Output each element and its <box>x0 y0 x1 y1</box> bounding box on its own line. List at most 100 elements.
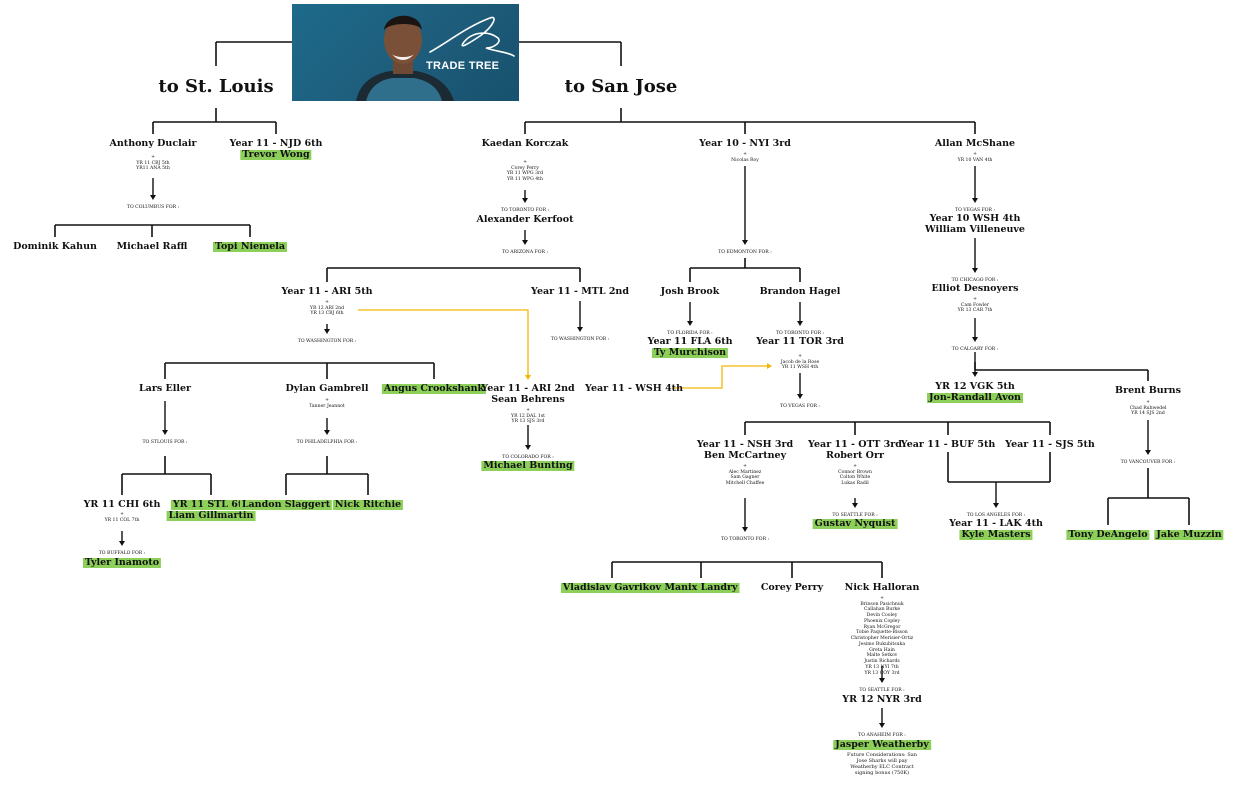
arrow-head <box>119 541 125 546</box>
trade-destination-philadelphia: TO PHILADELPHIA FOR : <box>296 440 358 445</box>
trade-detail-burns: + Chad Ruhwedel YR 14 SJS 2nd <box>1129 400 1167 417</box>
trade-detail-mcshane: + YR 10 VAN 4th <box>957 152 993 163</box>
trade-destination-vegas2: TO VEGAS FOR : <box>780 404 820 409</box>
trade-destination-washington2: TO WASHINGTON FOR : <box>550 337 610 342</box>
node-kerfoot: Alexander Kerfoot <box>476 214 574 225</box>
node-vgk5: YR 12 VGK 5th <box>935 381 1015 392</box>
node-orr: Robert Orr <box>826 450 884 461</box>
arrow-head <box>879 678 885 683</box>
trade-detail-ari2: + YR 12 DAL 1st YR 13 SJS 3rd <box>511 408 545 425</box>
trade-detail-desnoyers: + Cam Fowler YR 13 CAR 7th <box>957 297 993 314</box>
arrow-head <box>879 723 885 728</box>
arrow-head <box>742 240 748 245</box>
cross-connector <box>358 309 529 375</box>
arrow-head <box>522 240 528 245</box>
arrow-head <box>993 503 999 508</box>
arrow-head <box>577 327 583 332</box>
node-weatherby: Jasper Weatherby <box>833 739 931 750</box>
trade-destination-arizona: TO ARIZONA FOR : <box>501 250 549 255</box>
node-gambrell: Dylan Gambrell <box>285 383 369 394</box>
arrow-head <box>522 198 528 203</box>
node-sjs5: Year 11 - SJS 5th <box>1005 439 1095 450</box>
trade-destination-anaheim: TO ANAHEIM FOR : <box>858 733 906 738</box>
trade-destination-vancouver: TO VANCOUVER FOR : <box>1120 460 1176 465</box>
node-duclair: Anthony Duclair <box>109 138 197 149</box>
node-wong: Trevor Wong <box>240 149 312 160</box>
node-nyquist: Gustav Nyquist <box>812 518 898 529</box>
node-nsh3: Year 11 - NSH 3rd <box>696 439 794 450</box>
trade-destination-seattle2: TO SEATTLE FOR : <box>859 688 905 693</box>
trade-destination-colorado: TO COLORADO FOR : <box>502 455 554 460</box>
arrow-head <box>852 503 858 508</box>
arrow-head <box>162 430 168 435</box>
arrow-head <box>525 445 531 450</box>
trade-detail-ott3: + Connor Brown Colton White Lukas Radil <box>838 464 872 487</box>
node-ari2: Year 11 - ARI 2nd <box>481 383 575 394</box>
future-considerations-note: Future Considerations: San Jose Sharks w… <box>847 752 917 776</box>
trade-detail-korczak: + Corey Perry YR 11 WPG 3rd YR 11 WPG 4t… <box>506 160 544 183</box>
arrow-head <box>150 195 156 200</box>
node-ritchie: Nick Ritchie <box>332 499 404 510</box>
trade-destination-washington1: TO WASHINGTON FOR : <box>297 339 357 344</box>
node-burns: Brent Burns <box>1115 385 1181 396</box>
trade-destination-vegas1: TO VEGAS FOR : <box>955 208 995 213</box>
node-tor3: Year 11 TOR 3rd <box>756 336 844 347</box>
banner-title: TRADE TREE <box>426 60 500 72</box>
node-inamoto: Tyler Inamoto <box>82 557 162 568</box>
node-lak4: Year 11 - LAK 4th <box>949 518 1043 529</box>
trade-detail-nsh3: + Alec Martinez Sam Gagner Mitchell Chaf… <box>725 464 765 487</box>
node-buf5: Year 11 - BUF 5th <box>900 439 996 450</box>
trade-detail-tor3: + Jacob de la Rose YR 11 WSH 4th <box>780 354 820 371</box>
arrow-head <box>972 268 978 273</box>
node-deangelo: Tony DeAngelo <box>1066 529 1150 540</box>
trade-detail-duclair: + YR 11 CBJ 5th YR11 ANA 5th <box>136 155 170 172</box>
node-wsh4b: Year 10 WSH 4th <box>929 213 1021 224</box>
trade-destination-toronto1: TO TORONTO FOR : <box>500 208 550 213</box>
trade-destination-losangeles: TO LOS ANGELES FOR : <box>966 513 1026 518</box>
node-kahun: Dominik Kahun <box>13 241 97 252</box>
arrow-head <box>324 430 330 435</box>
node-halloran: Nick Halloran <box>844 582 920 593</box>
node-wsh4: Year 11 - WSH 4th <box>585 383 683 394</box>
node-villeneuve: William Villeneuve <box>925 224 1025 235</box>
trade-destination-edmonton: TO EDMONTON FOR : <box>718 250 772 255</box>
node-desnoyers: Elliot Desnoyers <box>931 283 1019 294</box>
branch-title-san-jose: to San Jose <box>564 76 678 97</box>
trade-destination-buffalo: TO BUFFALO FOR : <box>98 551 146 556</box>
node-brook: Josh Brook <box>660 286 720 297</box>
trade-tree-banner: TRADE TREE <box>292 4 519 101</box>
trade-detail-chi6: + YR 11 COL 7th <box>104 512 140 523</box>
node-landry: Manix Landry <box>662 582 740 593</box>
trade-detail-nyi3: + Nicolas Roy <box>731 152 759 163</box>
node-fla6: Year 11 FLA 6th <box>647 336 733 347</box>
signature-icon <box>429 16 515 57</box>
node-mcshane: Allan McShane <box>934 138 1016 149</box>
arrow-head <box>972 372 978 377</box>
trade-destination-columbus: TO COLUMBUS FOR : <box>126 205 180 210</box>
node-murchison: Ty Murchison <box>651 347 729 358</box>
node-njd6: Year 11 - NJD 6th <box>229 138 323 149</box>
node-bunting: Michael Bunting <box>481 460 575 471</box>
node-perry: Corey Perry <box>760 582 824 593</box>
node-chi6: YR 11 CHI 6th <box>83 499 161 510</box>
cross-arrow-head <box>525 375 531 380</box>
node-avon: Jon-Randall Avon <box>927 392 1023 403</box>
player-photo <box>356 15 454 101</box>
arrow-head <box>742 527 748 532</box>
node-hagel: Brandon Hagel <box>759 286 841 297</box>
node-crookshank: Angus Crookshank <box>381 383 487 394</box>
node-nyi3: Year 10 - NYI 3rd <box>699 138 791 149</box>
arrow-head <box>1145 450 1151 455</box>
node-mccartney: Ben McCartney <box>703 450 787 461</box>
branch-title-st-louis: to St. Louis <box>158 76 274 97</box>
node-ott3: Year 11 - OTT 3rd <box>808 439 902 450</box>
node-ari5: Year 11 - ARI 5th <box>281 286 373 297</box>
trade-destination-stlouis: TO STLOUIS FOR : <box>142 440 188 445</box>
cross-connector <box>672 365 767 389</box>
node-korczak: Kaedan Korczak <box>481 138 569 149</box>
arrow-head <box>687 321 693 326</box>
arrow-head <box>972 198 978 203</box>
cross-arrow-head <box>767 363 772 369</box>
arrow-head <box>797 321 803 326</box>
